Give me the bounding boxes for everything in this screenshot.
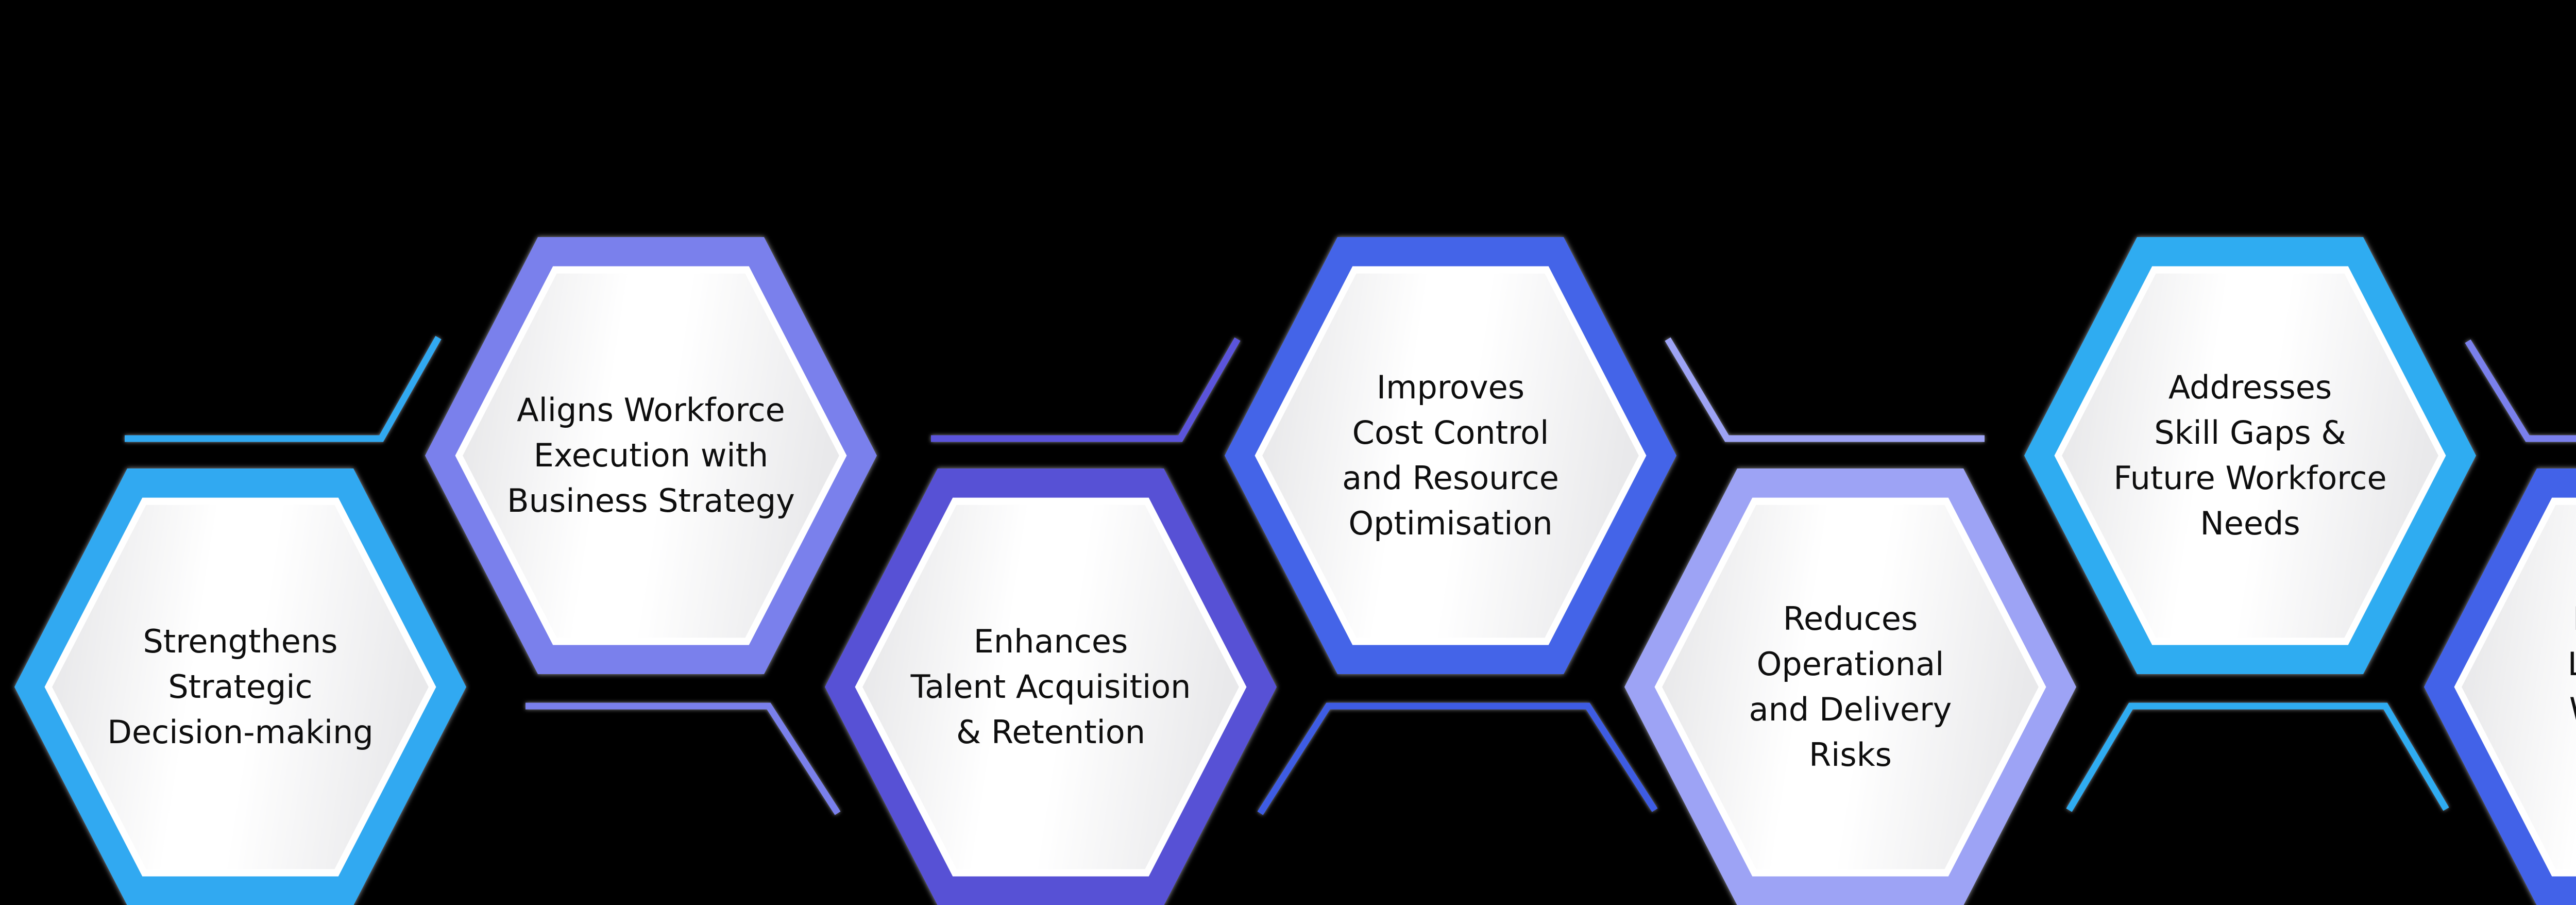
hexagon-label: Enhances Talent Acquisition & Retention <box>910 622 1191 751</box>
accent-line-top-left-of-hex4 <box>931 337 1241 442</box>
hexagon-shape <box>1624 468 2076 905</box>
accent-line-bottom-under-hex4 <box>1257 702 1658 815</box>
hexagon-shape <box>2024 237 2476 674</box>
hexagon-enhances-long-term-planning: Enhances Long-term Workforce Planning <box>2424 468 2576 905</box>
hexagon-strengthens-strategic-decision-making: Strengthens Strategic Decision-making <box>14 468 466 905</box>
hexagon-label: Enhances Long-term Workforce Planning <box>2481 520 2576 854</box>
accent-line-top-left-of-hex2 <box>125 336 442 442</box>
hexagon-label: Strengthens Strategic Decision-making <box>107 622 374 751</box>
hexagon-label: Addresses Skill Gaps & Future Workforce … <box>2113 368 2387 543</box>
hexagon-shape <box>425 237 877 674</box>
hexagon-improves-cost-control: Improves Cost Control and Resource Optim… <box>1225 237 1676 674</box>
hexagon-reduces-operational-risks: Reduces Operational and Delivery Risks <box>1624 468 2076 905</box>
hexagon-shape <box>1225 237 1676 674</box>
accent-line-top-right-of-hex6 <box>2465 339 2576 442</box>
accent-line-top-right-of-hex4 <box>1665 337 1985 442</box>
hexagon-label: Improves Cost Control and Resource Optim… <box>1342 368 1559 543</box>
hexagon-label: Aligns Workforce Execution with Business… <box>507 391 795 520</box>
hexagon-label: Reduces Operational and Delivery Risks <box>1749 599 1952 774</box>
hexagon-enhances-talent-acquisition: Enhances Talent Acquisition & Retention <box>825 468 1277 905</box>
hexagon-aligns-workforce-execution: Aligns Workforce Execution with Business… <box>425 237 877 674</box>
accent-line-bottom-under-hex2 <box>526 702 841 815</box>
hexagon-shape <box>2424 468 2576 905</box>
hexagon-addresses-skill-gaps: Addresses Skill Gaps & Future Workforce … <box>2024 237 2476 674</box>
hexagon-shape <box>14 468 466 905</box>
accent-line-bottom-under-hex6 <box>2066 702 2449 812</box>
hexagon-shape <box>825 468 1277 905</box>
